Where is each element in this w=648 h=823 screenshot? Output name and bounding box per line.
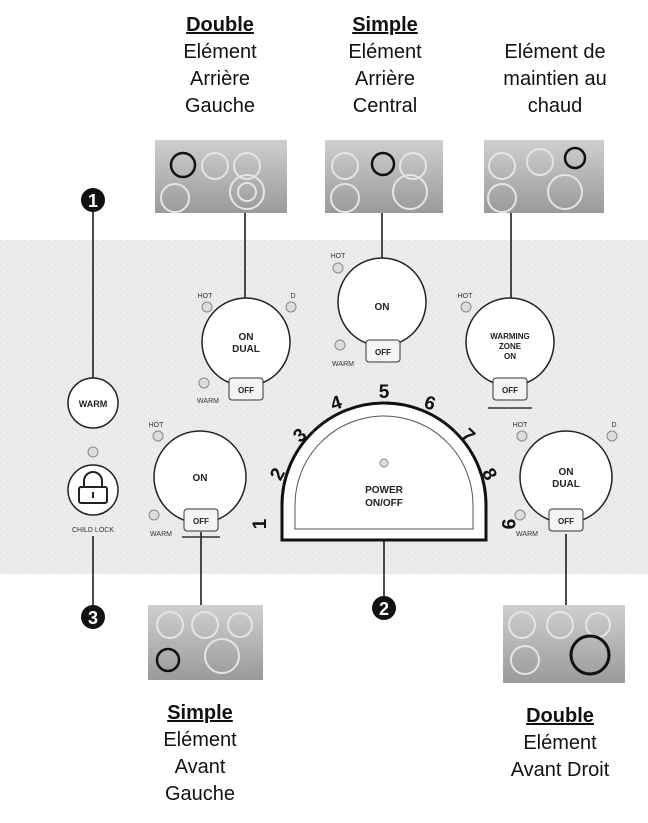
off-button[interactable]: [228, 377, 264, 401]
active-burner-marker: [155, 647, 181, 673]
warm-label: WARM: [150, 531, 172, 538]
label-left-rear-heading: Double: [186, 14, 254, 36]
label-warming-line2: maintien au: [503, 68, 607, 90]
on-label: ON: [375, 302, 390, 313]
active-burner-marker: [370, 151, 396, 177]
dual-indicator-label: D: [611, 422, 616, 429]
leader-lines: [92, 208, 567, 607]
control-center-rear[interactable]: ON HOT WARM OFF: [331, 253, 427, 368]
power-indicator: [379, 458, 389, 468]
off-label: OFF: [502, 386, 518, 395]
power-on-off-label: ON/OFF: [365, 498, 403, 509]
off-label: OFF: [193, 517, 209, 526]
warm-label: WARM: [332, 361, 354, 368]
off-button[interactable]: [365, 339, 401, 363]
callout-1: 1: [81, 188, 105, 212]
child-lock-label: CHILD LOCK: [72, 527, 114, 534]
label-center-rear: Simple Elément Arrière Central: [305, 12, 465, 120]
label-right-front-heading: Double: [526, 705, 594, 727]
label-warming-line3: chaud: [527, 95, 583, 117]
on-label: ON: [193, 473, 208, 484]
cooktop-thumb-right-front: [503, 605, 625, 683]
label-center-rear-line3: Central: [352, 95, 418, 117]
label-right-front-line1: Elément: [523, 732, 597, 754]
control-left-rear[interactable]: ON DUAL HOT D WARM OFF: [197, 293, 297, 405]
control-warming-zone[interactable]: WARMING ZONE ON HOT OFF: [458, 293, 555, 409]
warm-button[interactable]: WARM: [67, 377, 119, 429]
callout-2: 2: [372, 596, 396, 620]
dual-label: DUAL: [232, 344, 260, 355]
active-burner-marker: [169, 151, 197, 179]
label-warming-line1: Elément de: [504, 41, 606, 63]
label-left-front-line1: Elément: [163, 729, 237, 751]
cooktop-thumb-left-front: [148, 605, 263, 680]
warming-label: WARMING: [490, 332, 530, 341]
warm-button-label: WARM: [79, 399, 108, 409]
active-burner-marker: [563, 146, 587, 170]
zone-on-label: ON: [504, 352, 516, 361]
label-right-front: Double Elément Avant Droit: [480, 703, 640, 784]
label-left-rear-line2: Arrière: [189, 68, 250, 90]
callout-3: 3: [81, 605, 105, 629]
label-left-front-line2: Avant: [174, 756, 226, 778]
power-level-9: 9: [497, 519, 518, 530]
active-burner-marker: [569, 634, 611, 676]
label-left-front: Simple Elément Avant Gauche: [120, 700, 280, 808]
power-button[interactable]: POWER ON/OFF: [280, 401, 488, 542]
off-label: OFF: [375, 348, 391, 357]
control-left-front[interactable]: ON HOT WARM OFF: [148, 422, 247, 538]
dual-label: DUAL: [552, 479, 580, 490]
hot-label: HOT: [198, 293, 214, 300]
off-button[interactable]: [492, 377, 528, 401]
child-lock-indicator: [87, 446, 99, 458]
hot-label: HOT: [331, 253, 347, 260]
hot-label: HOT: [149, 422, 165, 429]
power-level-1: 1: [250, 518, 271, 529]
off-button[interactable]: [183, 508, 219, 532]
on-label: ON: [239, 332, 254, 343]
label-center-rear-line1: Elément: [348, 41, 422, 63]
cooktop-thumb-center-rear: [325, 140, 443, 213]
child-lock-button[interactable]: [67, 464, 119, 516]
label-left-rear-line3: Gauche: [184, 95, 256, 117]
power-level-5: 5: [379, 382, 390, 403]
zone-label: ZONE: [499, 342, 522, 351]
callout-2-text: 2: [379, 599, 389, 619]
hot-label: HOT: [458, 293, 474, 300]
lock-icon: [78, 471, 108, 504]
label-right-front-line2: Avant Droit: [510, 759, 610, 781]
warm-label: WARM: [516, 531, 538, 538]
label-left-rear-line1: Elément: [183, 41, 257, 63]
label-center-rear-line2: Arrière: [354, 68, 415, 90]
control-right-front[interactable]: ON DUAL HOT D WARM OFF: [513, 422, 618, 538]
label-warming: Elément de maintien au chaud: [470, 39, 640, 120]
off-label: OFF: [558, 517, 574, 526]
power-label: POWER: [365, 485, 404, 496]
off-button[interactable]: [548, 508, 584, 532]
label-left-rear: Double Elément Arrière Gauche: [140, 12, 300, 120]
callout-3-text: 3: [88, 608, 98, 628]
dual-indicator-label: D: [290, 293, 295, 300]
label-center-rear-heading: Simple: [352, 14, 418, 36]
label-left-front-heading: Simple: [167, 702, 233, 724]
warm-label: WARM: [197, 398, 219, 405]
cooktop-thumb-warming: [484, 140, 604, 213]
cooktop-thumb-left-rear: [155, 140, 287, 213]
off-label: OFF: [238, 386, 254, 395]
hot-label: HOT: [513, 422, 529, 429]
label-left-front-line3: Gauche: [164, 783, 236, 805]
callout-1-text: 1: [88, 191, 98, 211]
on-label: ON: [559, 467, 574, 478]
